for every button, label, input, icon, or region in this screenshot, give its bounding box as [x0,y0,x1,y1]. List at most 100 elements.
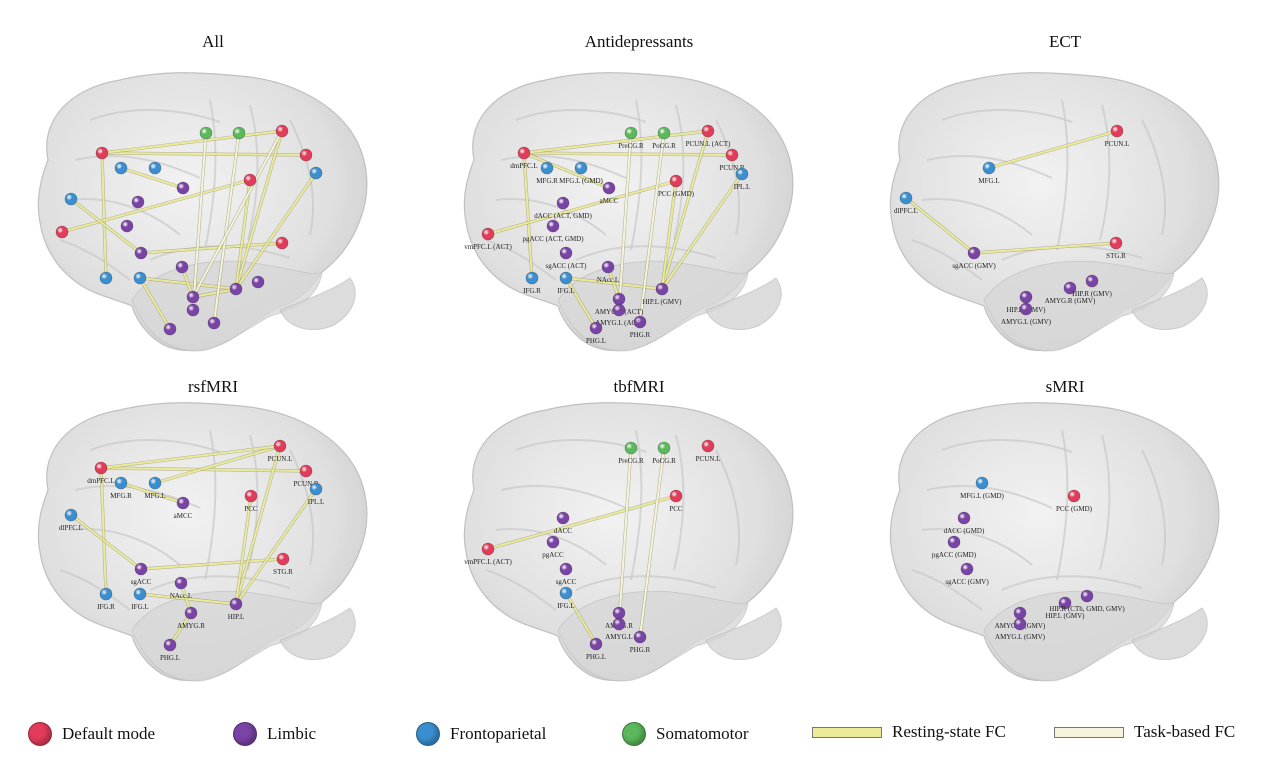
node-label: dmPFC.L [87,477,114,485]
node-default-mode [299,148,313,162]
resting-fc-edge [101,130,283,154]
task-fc-edge [618,447,632,625]
panel-title: rsfMRI [187,377,239,396]
node-limbic [175,260,189,274]
node-label: IFG.R [97,603,115,611]
node-default-mode [1067,489,1081,503]
panel-title: tbfMRI [613,377,665,396]
node-label: PHG.L [586,337,606,345]
node-label: PCC [244,505,258,513]
panel-title: Antidepressants [584,32,694,51]
node-label: IFG.L [557,287,574,295]
resting-fc-edge [70,514,142,570]
node-default-mode [701,124,715,138]
node-label: PCUN.R [719,164,744,172]
node-limbic [633,630,647,644]
task-fc-edge [639,132,665,323]
legend-item-frontoparietal: Frontoparietal [416,722,546,746]
resting-fc-edge [139,277,171,330]
node-limbic [546,535,560,549]
brain-network-svg [37,72,368,352]
node-label: IPL.L [734,183,751,191]
node-limbic [960,562,974,576]
node-label: dACC [554,527,572,535]
brain-network-svg: MFG.L (GMD)PCC (GMD)dACC (GMD)pgACC (GMD… [889,402,1220,682]
node-somatomotor [624,126,638,140]
node-frontoparietal [64,508,78,522]
node-limbic [184,606,198,620]
node-label: PCUN.R [293,480,318,488]
node-limbic [134,562,148,576]
node-label: aMCC [600,197,619,205]
node-limbic [229,282,243,296]
resting-fc-edge [235,130,283,290]
node-limbic [546,219,560,233]
node-default-mode [725,148,739,162]
node-limbic [602,181,616,195]
resting-fc-edge [565,592,597,645]
resting-fc-edge [140,242,283,254]
edge-layer [487,447,677,645]
node-frontoparietal [133,587,147,601]
node-frontoparietal [559,586,573,600]
resting-fc-edge [235,445,281,605]
brain-silhouette [463,72,794,352]
task-fc-edge [192,132,207,311]
node-limbic [186,290,200,304]
node-frontoparietal [114,476,128,490]
node-label: PHG.R [630,646,651,654]
node-default-mode [244,489,258,503]
node-label: PCC (GMD) [1056,505,1093,513]
resting-fc-edge [565,277,597,329]
node-limbic [163,322,177,336]
frontoparietal-dot-icon [416,722,440,746]
node-limbic [251,275,265,289]
node-default-mode [243,173,257,187]
node-label: IFG.L [557,602,574,610]
node-label: PHG.R [630,331,651,339]
node-default-mode [275,124,289,138]
node-limbic [1013,606,1027,620]
resting-fc-edge [487,180,677,235]
node-label: PreCG.R [618,142,644,150]
node-label: AMYG.R [177,622,205,630]
node-label: HIP.R (GMV) [1072,290,1112,298]
node-label: vmPFC.L (ACT) [464,558,512,566]
resting-fc-edge [101,152,107,279]
node-limbic [186,303,200,317]
node-label: pgACC (GMD) [932,551,977,559]
node-label: dACC (GMD) [944,527,985,535]
node-limbic [655,282,669,296]
node-label: dlPFC.L [59,524,83,532]
node-label: sgACC (ACT) [545,262,587,270]
node-label: HIP.L (GMV) [642,298,682,306]
node-limbic [589,637,603,651]
node-label: IFG.R [523,287,541,295]
legend-label: Somatomotor [656,724,749,743]
resting-fc-edge [988,130,1118,169]
legend-label: Default mode [62,724,155,743]
node-default-mode [299,464,313,478]
node-label: AMYG.L [605,633,632,641]
node-frontoparietal [559,271,573,285]
node-somatomotor [232,126,246,140]
node-frontoparietal [148,476,162,490]
node-limbic [163,638,177,652]
resting-fc-edge [523,152,533,279]
node-label: PoCG.R [652,457,676,465]
node-label: PCC [669,505,683,513]
node-label: PCUN.L (ACT) [686,140,732,148]
task-fc-line-icon [1054,726,1124,738]
node-limbic [612,292,626,306]
panel-title: ECT [1048,32,1082,51]
node-label: NAcc.L [597,276,619,284]
legend-item-limbic: Limbic [233,722,316,746]
node-label: IFG.L [131,603,148,611]
node-limbic [967,246,981,260]
resting-fc-edge [120,482,184,504]
